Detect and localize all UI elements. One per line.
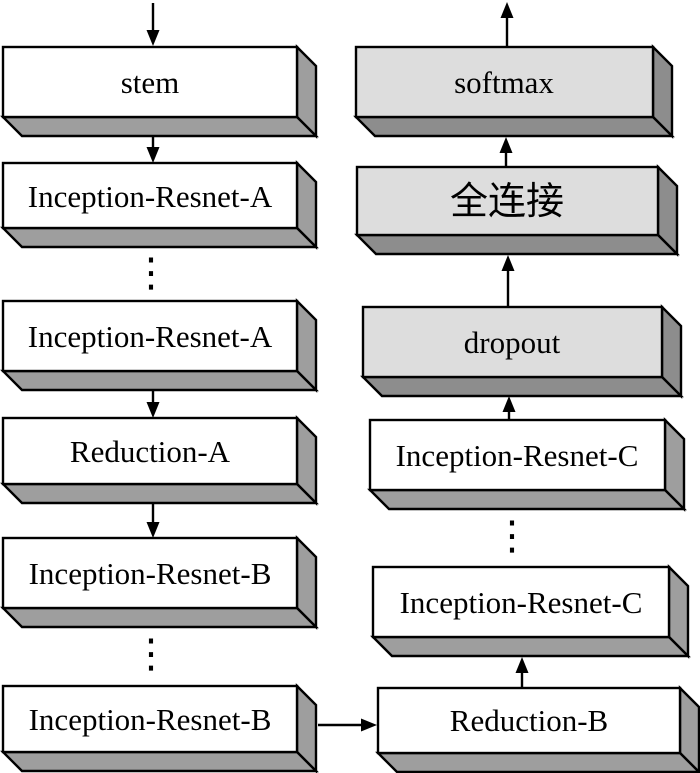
- node-inception-resnet-c-2: Inception-Resnet-C: [370, 564, 691, 659]
- arrow-inception-b2-to-reduction-b: [318, 718, 377, 732]
- node-inception-resnet-b-1: Inception-Resnet-B: [0, 535, 319, 630]
- node-label: Reduction-B: [450, 703, 608, 738]
- node-label: stem: [121, 65, 180, 100]
- node-stem: stem: [0, 44, 319, 139]
- arrow-softmax-to-output: [500, 2, 514, 46]
- node-fully-connected: 全连接: [354, 164, 680, 257]
- arrow-inception-c1-to-dropout: [502, 396, 516, 420]
- node-reduction-b: Reduction-B: [375, 685, 700, 773]
- node-inception-resnet-a-1: Inception-Resnet-A: [0, 160, 319, 250]
- node-softmax: softmax: [353, 44, 675, 139]
- vertical-ellipsis: ⋮: [131, 631, 171, 677]
- vertical-ellipsis: ⋮: [492, 513, 532, 559]
- node-label: Inception-Resnet-C: [396, 438, 639, 473]
- node-inception-resnet-c-1: Inception-Resnet-C: [367, 417, 687, 512]
- node-label: softmax: [454, 65, 554, 100]
- node-reduction-a: Reduction-A: [0, 415, 319, 506]
- node-label: Inception-Resnet-A: [28, 319, 273, 354]
- arrow-fc-to-softmax: [499, 137, 513, 167]
- vertical-ellipsis: ⋮: [131, 250, 171, 296]
- node-label: Inception-Resnet-B: [29, 556, 272, 591]
- node-label: Inception-Resnet-B: [29, 702, 272, 737]
- node-label: 全连接: [450, 181, 564, 223]
- node-label: dropout: [464, 325, 561, 360]
- arrow-reduction-b-to-inception-c2: [515, 657, 529, 688]
- node-label: Inception-Resnet-C: [400, 585, 643, 620]
- arrow-inception-a2-to-reduction-a: [146, 390, 160, 418]
- node-dropout: dropout: [360, 304, 684, 399]
- arrow-reduction-a-to-inception-b1: [146, 503, 160, 538]
- arrow-input-to-stem: [146, 3, 160, 46]
- node-label: Reduction-A: [70, 434, 231, 469]
- node-inception-resnet-a-2: Inception-Resnet-A: [0, 298, 319, 393]
- arrow-stem-to-inception-a1: [146, 137, 160, 163]
- node-label: Inception-Resnet-A: [28, 179, 273, 214]
- arrow-dropout-to-fc: [501, 255, 515, 307]
- node-inception-resnet-b-2: Inception-Resnet-B: [0, 683, 319, 773]
